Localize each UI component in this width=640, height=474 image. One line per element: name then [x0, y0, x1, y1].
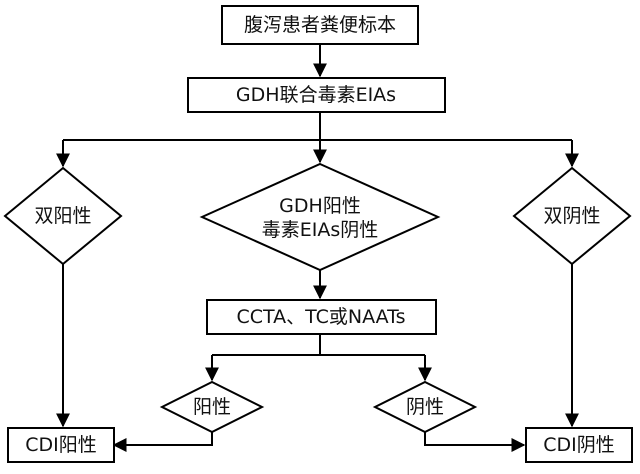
connectors [56, 44, 579, 452]
node-center-decision: GDH阳性 毒素EIAs阴性 [199, 162, 441, 272]
node-start-label: 腹泻患者粪便标本 [244, 14, 396, 36]
node-step2-label: CCTA、TC或NAATs [236, 306, 405, 328]
node-step1-label: GDH联合毒素EIAs [236, 84, 396, 106]
node-center-decision-line1: GDH阳性 [279, 195, 361, 217]
arrow-pos-to-result-positive [112, 432, 213, 452]
node-result-negative-label: CDI阴性 [543, 434, 615, 456]
node-result-negative: CDI阴性 [525, 427, 633, 463]
node-result-positive-label: CDI阳性 [25, 434, 97, 456]
node-right-decision: 双阴性 [512, 166, 632, 266]
arrow-neg-to-result-negative [424, 432, 526, 452]
node-right-decision-label: 双阴性 [543, 205, 600, 227]
node-left-decision: 双阳性 [3, 166, 123, 266]
node-pos-decision-label: 阳性 [193, 396, 231, 418]
node-result-positive: CDI阳性 [7, 427, 115, 463]
node-center-decision-line2: 毒素EIAs阴性 [262, 219, 379, 241]
node-step2: CCTA、TC或NAATs [206, 299, 437, 335]
node-left-decision-label: 双阳性 [34, 205, 91, 227]
node-start: 腹泻患者粪便标本 [221, 5, 419, 45]
node-neg-decision: 阴性 [372, 380, 478, 434]
node-step1: GDH联合毒素EIAs [187, 77, 446, 113]
node-neg-decision-label: 阴性 [406, 396, 444, 418]
node-pos-decision: 阳性 [159, 380, 265, 434]
